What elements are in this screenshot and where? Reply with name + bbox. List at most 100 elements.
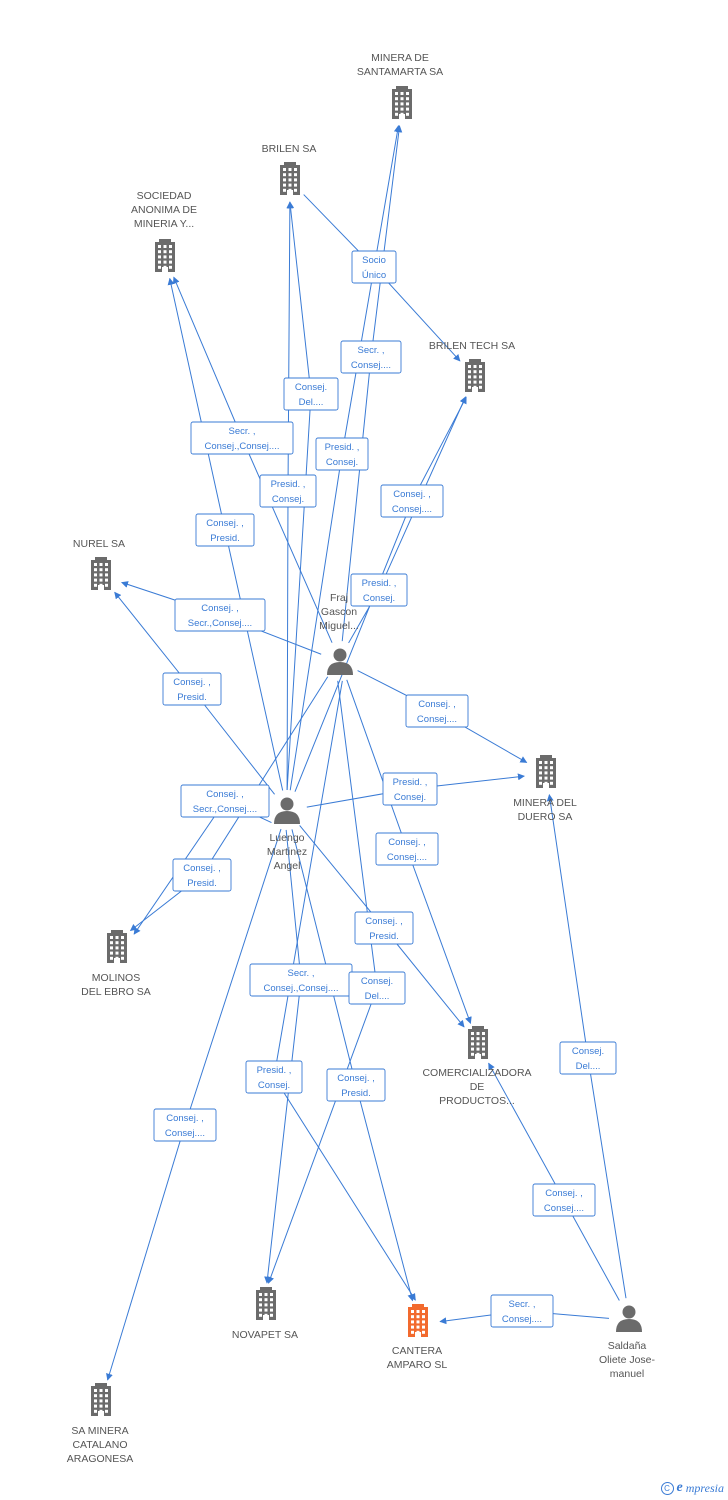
edge-label[interactable]: Presid. ,Consej. [245,1060,303,1094]
building-window [400,102,404,106]
building-window [163,250,167,254]
building-window [169,245,172,248]
building-window [99,568,103,572]
building-window [99,563,103,566]
edge-label[interactable]: Consej.Del.... [348,971,406,1005]
building-window [544,776,548,780]
person-body [327,662,353,675]
edge-line [172,276,333,643]
building-window [422,1325,425,1329]
edge-label-box [351,250,397,284]
building-window [400,107,404,111]
edge-label-line: Consej. , [393,489,431,500]
node-novapet[interactable]: NOVAPET SA [232,1287,298,1341]
building-window [115,951,119,955]
edge-label[interactable]: Presid. ,Consej. [315,437,369,471]
edge-label[interactable]: Consej. ,Consej.... [380,484,444,518]
edge-label[interactable]: Secr. ,Consej.,Consej.... [190,421,294,455]
building-window [471,1042,474,1046]
edge-label-box [180,784,270,818]
building-window [259,1303,262,1307]
edge-label[interactable]: Consej.Del.... [283,377,339,411]
person-body [616,1319,642,1332]
brand-name: mpresia [685,1480,724,1495]
node-label: NUREL SA [73,538,125,550]
copyright-icon: C [660,1481,674,1495]
building-window [395,102,398,106]
edge-label[interactable]: Consej. ,Presid. [172,858,232,892]
node-nurel[interactable]: NUREL SA [73,538,125,590]
building-window [110,941,113,945]
building-window [94,1389,97,1392]
edge-label[interactable]: Consej. ,Presid. [195,513,255,547]
building-icon [392,86,412,119]
edge-label[interactable]: Consej. ,Consej.... [375,832,439,866]
node-label: CANTERA [392,1345,442,1357]
building-window [294,173,297,177]
edge-label-line: Consej. , [173,677,211,688]
edge-label-line: Consej.... [544,1203,584,1214]
building-window [550,766,553,770]
edge-label[interactable]: Presid. ,Consej. [382,772,438,806]
edge-label[interactable]: Secr. ,Consej.... [340,340,402,374]
node-label: BRILEN TECH SA [429,340,515,352]
node-label: SANTAMARTA SA [357,66,443,78]
edge-label[interactable]: Presid. ,Consej. [350,573,408,607]
edge-label[interactable]: Secr. ,Consej.,Consej.... [249,963,353,997]
edge-label[interactable]: Secr. ,Consej.... [490,1294,554,1328]
node-fraj[interactable]: FrajGasconMiguel... [319,592,359,675]
building-window [473,370,477,374]
building-window [473,365,477,368]
edge-label-line: Secr.,Consej.... [193,804,257,815]
edge-label-box [348,971,406,1005]
building-window [400,92,404,95]
edge-label[interactable]: Consej. ,Consej.... [153,1108,217,1142]
building-window [270,1313,273,1317]
building-window [406,107,409,111]
edge-label[interactable]: Consej. ,Presid. [162,672,222,706]
edge-label[interactable]: Consej.Del.... [559,1041,617,1075]
edge-label[interactable]: Consej. ,Secr.,Consej.... [174,598,266,632]
building-window [105,1399,108,1403]
building-window [158,255,161,259]
building-window [283,183,286,187]
edge-label-box [195,513,255,547]
node-brilen[interactable]: BRILEN SA [262,143,317,195]
building-window [283,173,286,177]
edge-label[interactable]: Consej. ,Secr.,Consej.... [180,784,270,818]
edge-label[interactable]: Consej. ,Presid. [354,911,414,945]
building-window [479,365,482,368]
building-window [99,1389,103,1392]
building-window [473,375,477,379]
building-window [406,92,409,95]
edge-line [291,829,415,1302]
node-brilentech[interactable]: BRILEN TECH SA [429,340,515,392]
edge-label-box [354,911,414,945]
building-icon [536,755,556,788]
edge-label-box [532,1183,596,1217]
edge-label-box [559,1041,617,1075]
building-roof [95,1383,107,1386]
edge-label[interactable]: Consej. ,Consej.... [405,694,469,728]
node-comercializadora[interactable]: COMERCIALIZADORADEPRODUCTOS... [422,1026,532,1107]
building-window [479,370,482,374]
building-window [270,1293,273,1296]
edge-label-line: Consej. , [183,863,221,874]
building-window [283,188,286,192]
edge-label[interactable]: Consej. ,Presid. [326,1068,386,1102]
edge-label[interactable]: Consej. ,Consej.... [532,1183,596,1217]
person-head [622,1305,636,1319]
building-window [105,563,108,566]
building-window [288,168,292,171]
edge-label[interactable]: Presid. ,Consej. [259,474,317,508]
